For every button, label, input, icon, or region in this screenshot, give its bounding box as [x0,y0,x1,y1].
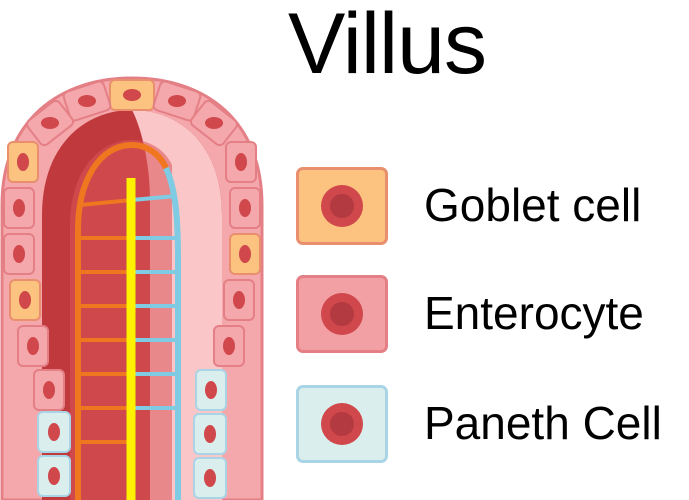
legend-goblet-cell: Goblet cell [296,167,689,247]
vein-branches [131,194,178,410]
legend-paneth-cell: Paneth Cell [296,385,689,465]
goblet-cell-nucleus [321,185,363,227]
enterocyte-nucleus [321,293,363,335]
capillary-branches [79,198,133,444]
vein [163,166,181,500]
legend-label-paneth-cell: Paneth Cell [424,397,662,449]
epithelial-cells [3,79,261,499]
diagram-title: Villus [288,0,487,92]
legend-label-goblet-cell: Goblet cell [424,179,642,231]
paneth-cell-nucleus [321,403,363,445]
paneth-cell-swatch [296,385,388,463]
goblet-cell-swatch [296,167,388,245]
legend-enterocyte: Enterocyte [296,275,689,355]
legend-label-enterocyte: Enterocyte [424,287,644,339]
enterocyte-swatch [296,275,388,353]
